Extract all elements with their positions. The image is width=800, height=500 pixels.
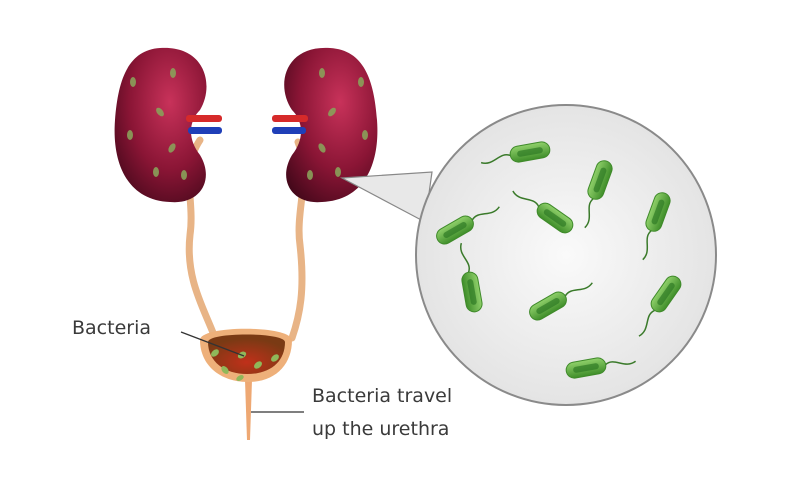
right-renal-artery (272, 115, 308, 122)
magnified-bacteria (436, 141, 682, 379)
bacterium (584, 160, 613, 229)
bladder (200, 328, 292, 440)
left-kidney (114, 47, 222, 203)
urethra-label-line2: up the urethra (312, 418, 450, 440)
bacteria-label: Bacteria (72, 317, 151, 339)
bacterium (529, 282, 593, 321)
bacterium (642, 192, 671, 261)
right-renal-vein (272, 127, 306, 134)
bacterium (638, 275, 682, 337)
bacteria-pointer-line (180, 331, 245, 357)
bacterium (565, 357, 637, 379)
magnified-view (415, 104, 717, 406)
bacterium (480, 141, 551, 165)
left-renal-vein (188, 127, 222, 134)
bacterium (512, 190, 574, 234)
urethra-label-line1: Bacteria travel (312, 385, 453, 407)
bacterium (459, 242, 483, 313)
left-renal-artery (186, 115, 222, 122)
magnifier-pointer (339, 171, 433, 223)
bacterium (436, 206, 500, 245)
right-kidney (272, 47, 378, 203)
